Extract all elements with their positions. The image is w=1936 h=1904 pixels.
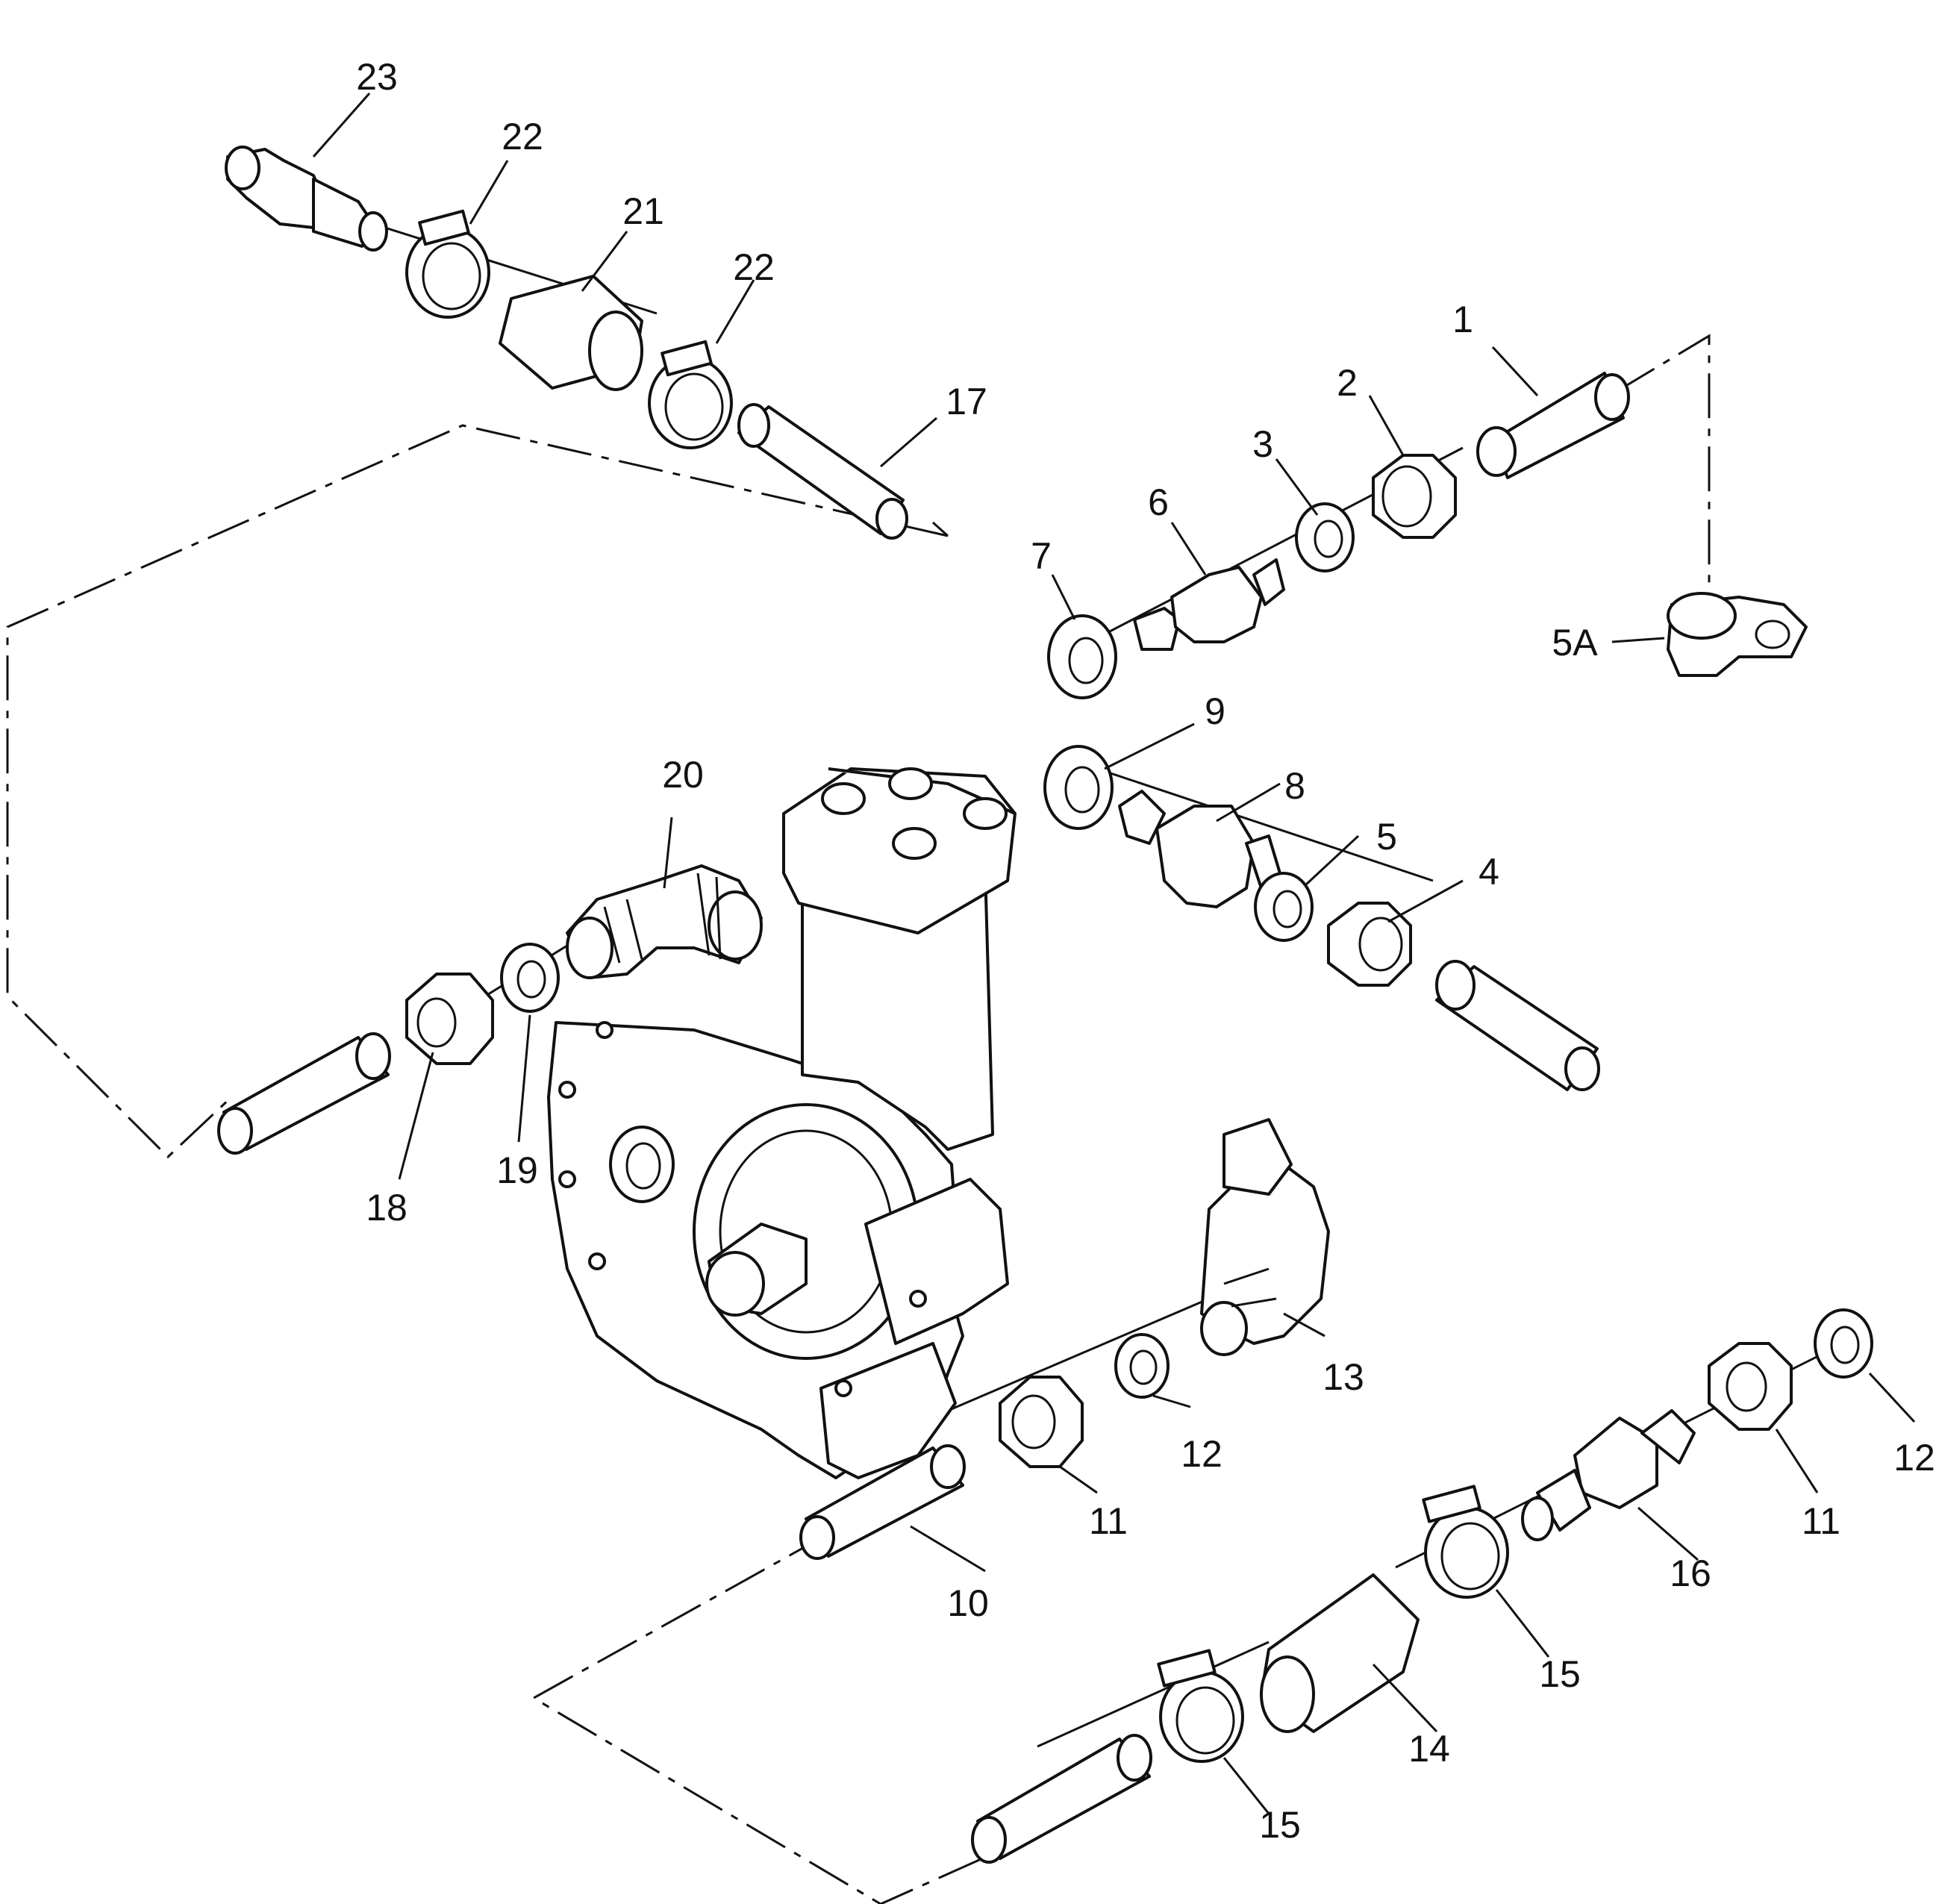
clamp-22-lower [648,340,733,449]
compressor-body [547,767,1017,1479]
callout-12-right: 12 [1893,1437,1935,1479]
callout-19: 19 [496,1149,538,1191]
fitting-8 [1118,790,1281,908]
leader-lines [312,93,1916,1814]
callout-4: 4 [1478,851,1499,893]
pipe-1 [1476,372,1630,479]
sleeve-12-center [1114,1333,1170,1399]
fitting-6 [1133,558,1285,651]
clamp-22-top [405,209,490,319]
callout-18: 18 [366,1187,408,1229]
callout-17: 17 [946,381,987,422]
callout-22-lower: 22 [733,246,775,288]
clamp-15-upper [1422,1485,1509,1599]
pipe-left [217,1032,391,1155]
sleeve-19 [500,943,560,1013]
callout-15-lower: 15 [1259,1804,1301,1846]
pipe-17 [737,403,908,540]
pipe-lower-right [1435,960,1600,1091]
callout-23: 23 [356,56,398,98]
sleeve-3 [1295,502,1355,572]
callout-11-center: 11 [1089,1500,1128,1542]
right-loop-line [1615,334,1711,590]
clip-5A [1667,592,1808,677]
callout-9: 9 [1205,690,1225,732]
callout-22-top: 22 [502,116,543,157]
elbow-13 [1200,1118,1330,1356]
nut-11-right [1708,1342,1793,1431]
callout-6: 6 [1148,481,1169,523]
sleeve-5 [1254,872,1314,942]
callout-7: 7 [1031,535,1052,577]
callout-14: 14 [1408,1728,1450,1770]
callout-1: 1 [1452,299,1473,340]
pipe-10 [799,1444,966,1560]
nut-4 [1327,902,1412,987]
callout-21: 21 [622,190,664,232]
bottom-loop-line [531,1532,1008,1904]
fitting-16 [1521,1409,1696,1541]
callout-13: 13 [1323,1356,1364,1398]
washer-7 [1047,614,1117,699]
callout-8: 8 [1284,765,1305,807]
callout-11-right: 11 [1802,1500,1840,1542]
washer-9 [1043,745,1114,830]
connection-lines [6,334,1711,1904]
hose-21 [499,275,643,391]
callout-10: 10 [947,1582,989,1624]
callout-15-upper: 15 [1539,1653,1581,1695]
nut-11-center [999,1376,1084,1468]
callout-3: 3 [1252,423,1273,465]
elbow-20 [566,864,763,979]
pipe-bottom [971,1734,1152,1864]
callout-12-center: 12 [1181,1433,1223,1475]
callout-5A: 5A [1552,622,1598,664]
line-17-end [931,521,949,537]
left-loop-line [6,424,949,1159]
clamp-15-lower [1157,1649,1244,1763]
callout-20: 20 [662,754,704,796]
nut-2 [1372,454,1457,539]
fitting-23 [225,146,388,252]
callout-16: 16 [1670,1552,1711,1594]
callout-5: 5 [1376,816,1397,858]
sleeve-12-right [1814,1308,1873,1379]
nut-18 [405,973,494,1065]
callout-2: 2 [1337,362,1358,404]
hose-14 [1260,1573,1420,1733]
callouts: 23 22 21 22 17 1 2 3 6 7 5A 9 8 5 4 20 1… [356,56,1935,1846]
